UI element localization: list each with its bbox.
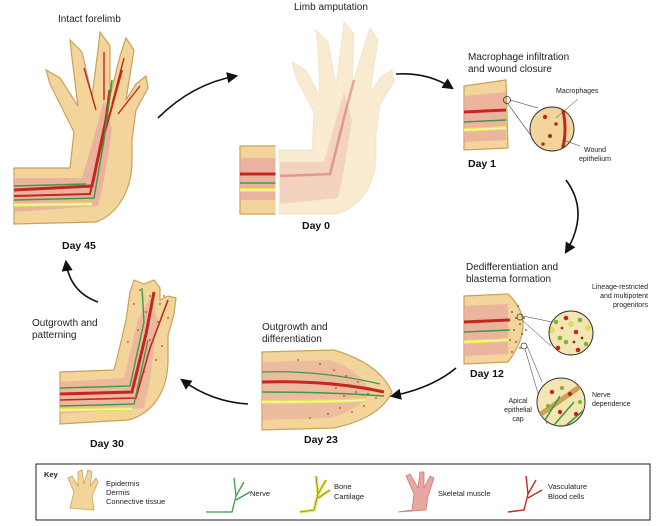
wound-epithelium-line1: Wound: [583, 147, 607, 154]
arrow-day1-to-day12: [564, 179, 579, 254]
hand-tissue-icon: [67, 469, 99, 511]
key-epidermis: Epidermis: [106, 479, 140, 488]
nerve-dependence-line2: dependence: [592, 401, 631, 408]
day1-label: Day 1: [468, 158, 497, 170]
vessel-icon: [507, 475, 543, 513]
arrow-day12-to-day23: [389, 367, 457, 400]
day45-label: Day 45: [62, 240, 96, 252]
limb-amputation-title: Limb amputation: [294, 2, 368, 13]
key-blood-cells: Blood cells: [548, 492, 585, 501]
key-title: Key: [44, 470, 58, 479]
bone-icon: [299, 475, 331, 514]
key-bone: Bone: [334, 482, 352, 491]
aec-line3: cap: [512, 416, 524, 423]
muscle-icon: [397, 471, 435, 513]
day30-label: Day 30: [90, 438, 124, 450]
day0-label: Day 0: [302, 220, 331, 232]
patterning-illustration: [59, 279, 177, 425]
patterning-title-line1: Outgrowth and: [32, 318, 98, 329]
day12-label: Day 12: [470, 368, 504, 380]
differentiation-title-line2: differentiation: [262, 334, 322, 345]
nerve-icon: [206, 477, 251, 513]
key-nerve: Nerve: [250, 489, 271, 498]
differentiation-illustration: [261, 349, 393, 431]
arrow-day23-to-day30: [180, 378, 249, 405]
key-box: [35, 463, 651, 521]
differentiation-title-line1: Outgrowth and: [262, 322, 328, 333]
intact-forelimb-title: Intact forelimb: [58, 14, 121, 25]
day23-label: Day 23: [304, 434, 338, 446]
key-dermis: Dermis: [106, 488, 130, 497]
key-skeletal-muscle: Skeletal muscle: [438, 489, 491, 498]
progenitors-line1: Lineage-restricted: [591, 284, 648, 291]
blastema-illustration: [463, 293, 594, 427]
progenitors-line3: progenitors: [612, 302, 648, 309]
nerve-dependence-line1: Nerve: [592, 392, 611, 399]
blastema-title-line1: Dedifferentiation and: [466, 262, 559, 273]
key-cartilage: Cartilage: [334, 492, 365, 501]
day1-stump-illustration: [463, 79, 581, 152]
arrow-day0-to-day1: [395, 72, 454, 90]
aec-line2: epithelial: [504, 407, 532, 414]
macrophage-title-line1: Macrophage infiltration: [468, 52, 570, 63]
intact-forelimb-illustration: [13, 30, 149, 225]
blastema-title-line2: blastema formation: [466, 274, 552, 285]
arrow-day45-to-day0: [157, 72, 239, 119]
amputated-limb-illustration: [239, 20, 395, 218]
macrophage-title-line2: and wound closure: [468, 64, 552, 75]
aec-line1: Apical: [508, 398, 528, 405]
macrophages-label: Macrophages: [556, 88, 599, 95]
progenitors-line2: and multipotent: [600, 293, 648, 300]
wound-epithelium-line2: epithelium: [579, 156, 611, 163]
key-connective-tissue: Connective tissue: [106, 497, 166, 506]
patterning-title-line2: patterning: [32, 330, 77, 341]
arrow-day30-to-day45: [61, 259, 99, 303]
key-vasculature: Vasculature: [548, 482, 588, 491]
